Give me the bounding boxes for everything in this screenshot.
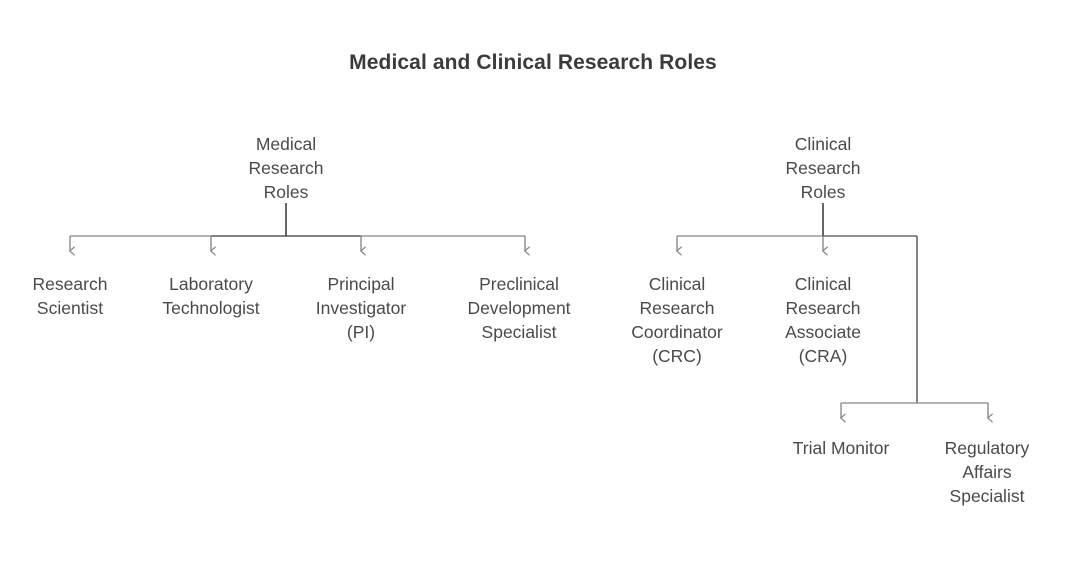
node-laboratory-technologist[interactable]: Laboratory Technologist — [162, 274, 260, 318]
edge-group-subgroup — [841, 402, 988, 418]
node-clinical-research-associate[interactable]: Clinical Research Associate (CRA) — [785, 274, 861, 366]
node-clinical-research-roles[interactable]: Clinical Research Roles — [785, 134, 861, 202]
node-clinical-research-coordinator[interactable]: Clinical Research Coordinator (CRC) — [631, 274, 723, 366]
node-research-scientist[interactable]: Research Scientist — [32, 274, 108, 318]
node-principal-investigator[interactable]: Principal Investigator (PI) — [315, 274, 407, 342]
edge-group-medical — [70, 203, 525, 251]
node-medical-research-roles[interactable]: Medical Research Roles — [248, 134, 324, 202]
node-regulatory-affairs-specialist[interactable]: Regulatory Affairs Specialist — [944, 438, 1030, 506]
edge-group-clinical — [677, 203, 918, 403]
node-trial-monitor[interactable]: Trial Monitor — [792, 438, 890, 458]
node-preclinical-development-specialist[interactable]: Preclinical Development Specialist — [467, 274, 571, 342]
page-title: Medical and Clinical Research Roles — [349, 51, 717, 74]
